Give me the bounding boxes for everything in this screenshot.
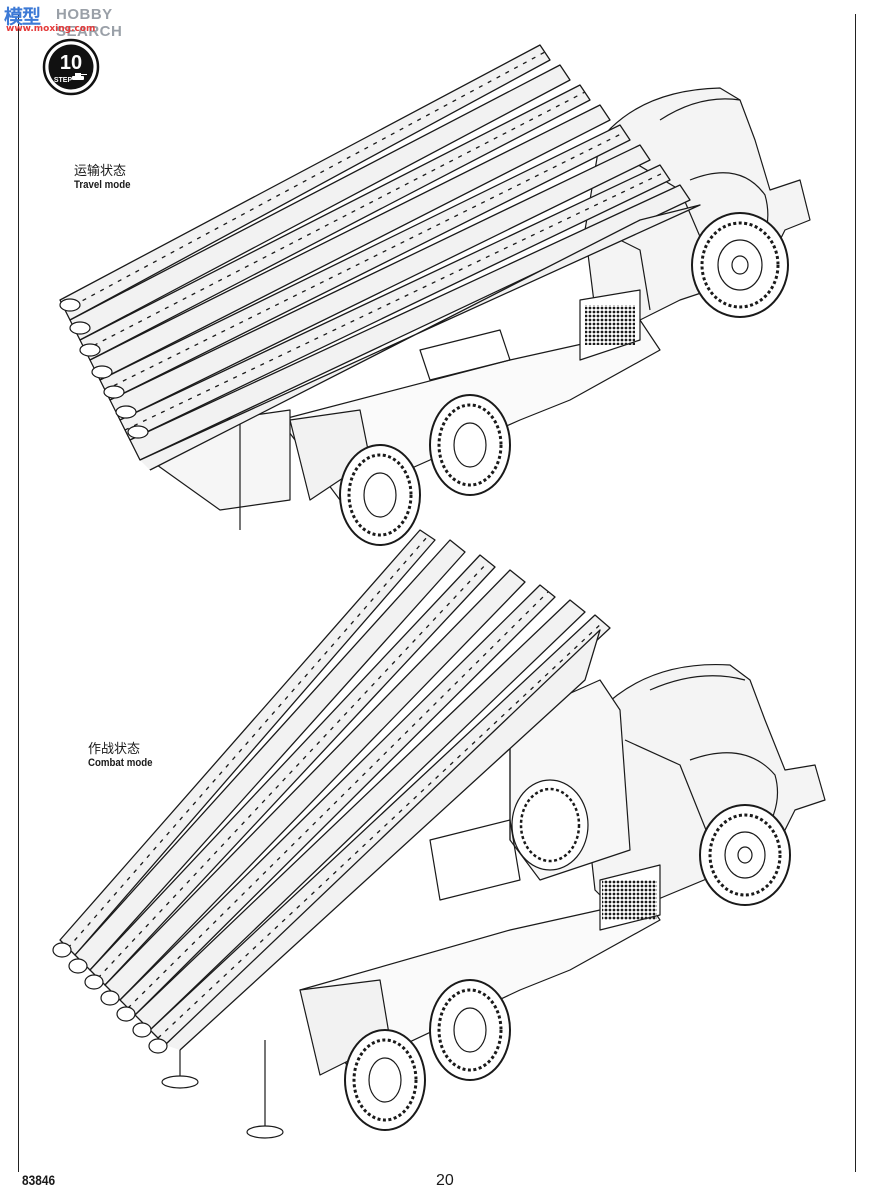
page-frame xyxy=(18,14,856,1172)
page-number: 20 xyxy=(436,1172,454,1189)
travel-mode-zh: 运输状态 xyxy=(74,164,127,179)
watermark: 模型 HOBBY SEARCH www.moxing.com xyxy=(4,2,174,40)
spare-wheel xyxy=(511,779,589,871)
front-wheel xyxy=(691,212,789,318)
product-code: 83846 xyxy=(22,1172,56,1188)
combat-mode-en: Combat mode xyxy=(88,757,153,769)
combat-rocket-tips xyxy=(52,942,168,1054)
travel-mode-en: Travel mode xyxy=(74,179,131,191)
combat-mode-zh: 作战状态 xyxy=(88,742,141,757)
step-label: STEP xyxy=(54,77,73,84)
watermark-domain: www.moxing.com xyxy=(6,24,96,34)
watermark-search: HOBBY SEARCH xyxy=(56,6,123,40)
combat-mode-illustration xyxy=(52,529,826,1139)
watermark-logo: 模型 xyxy=(4,6,41,28)
combat-front-wheel xyxy=(699,804,791,906)
rocket-tips xyxy=(59,298,149,439)
tank-icon xyxy=(72,73,87,80)
step-number: 10 xyxy=(60,52,82,74)
travel-mode-illustration xyxy=(59,44,811,546)
step-badge: 10 STEP xyxy=(42,38,100,96)
rocket-rails xyxy=(59,44,701,471)
rear-wheels xyxy=(339,394,511,546)
travel-mode-label: 运输状态 Travel mode xyxy=(74,160,138,191)
raised-rocket-rails xyxy=(59,529,611,1051)
combat-rear-wheels xyxy=(344,979,511,1131)
support-jacks xyxy=(161,1000,284,1139)
combat-mode-label: 作战状态 Combat mode xyxy=(88,738,161,769)
